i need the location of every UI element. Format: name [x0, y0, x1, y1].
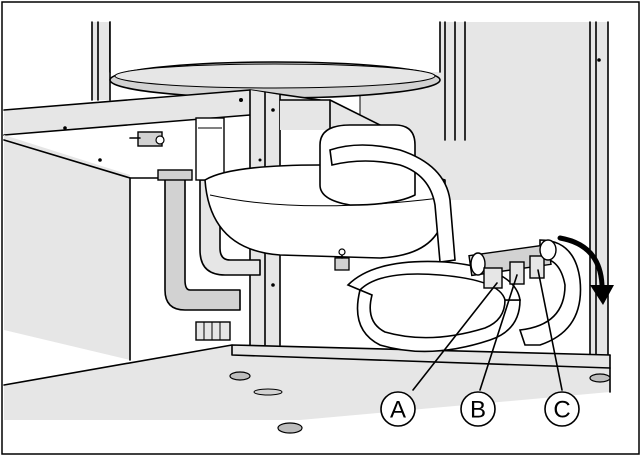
tank-bottom — [109, 21, 441, 99]
left-frame-posts — [91, 21, 111, 101]
pipe-fittings — [468, 239, 557, 289]
left-side-frame — [3, 135, 161, 361]
lower-hose-barb — [195, 321, 231, 341]
upper-valve — [129, 131, 165, 147]
callout-b-label: B — [470, 397, 486, 424]
callout-a: A — [380, 391, 416, 427]
curved-arrow-clockwise-icon — [557, 235, 614, 305]
callout-a-label: A — [390, 397, 406, 424]
callout-c: C — [544, 391, 580, 427]
callout-leader-lines — [412, 269, 563, 391]
callout-b: B — [460, 391, 496, 427]
upper-hose — [329, 144, 456, 263]
housing-valve — [334, 248, 350, 271]
pump-housing — [204, 124, 446, 259]
callout-c-label: C — [553, 397, 570, 424]
base-plate — [3, 344, 611, 434]
right-frame-post — [589, 21, 609, 361]
